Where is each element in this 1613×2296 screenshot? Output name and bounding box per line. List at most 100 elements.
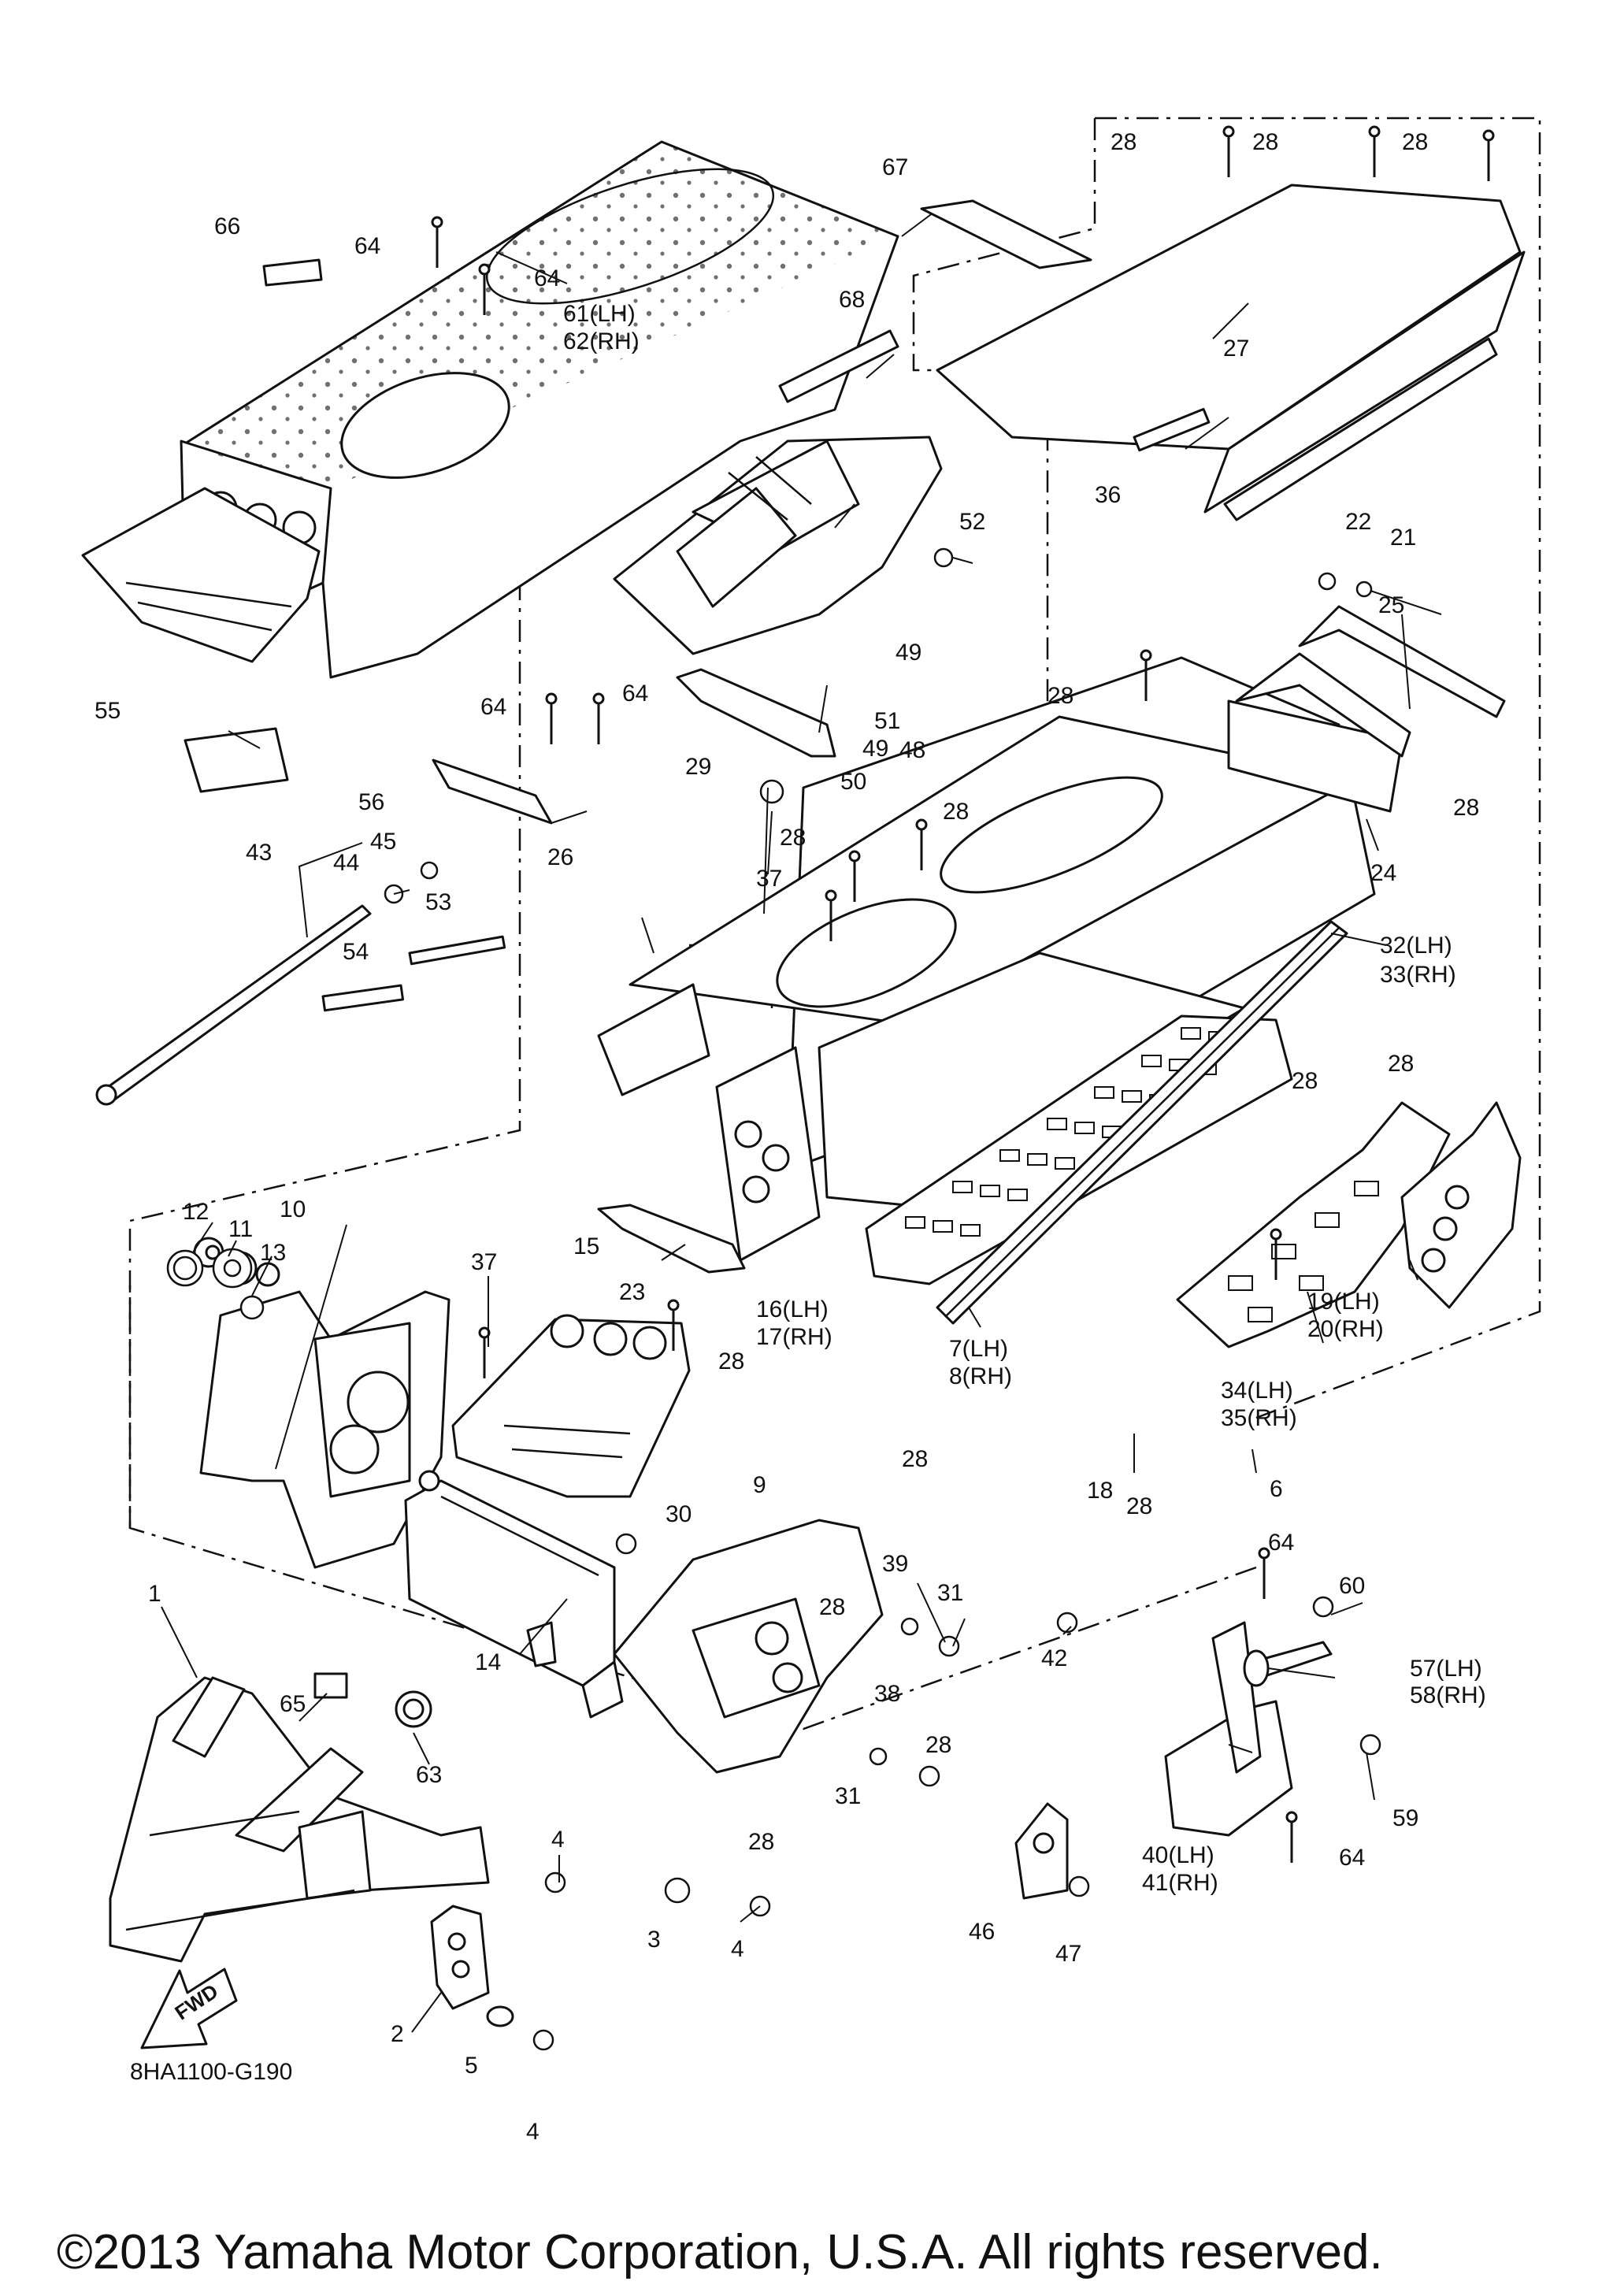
callout-39: 39 bbox=[882, 1551, 908, 1577]
callout-68: 68 bbox=[839, 287, 865, 313]
callout-28f: 28 bbox=[780, 825, 806, 851]
bracket-2 bbox=[430, 1905, 514, 2027]
callout-45: 45 bbox=[370, 829, 396, 855]
group-boundaries bbox=[128, 117, 1541, 1730]
callout-46: 46 bbox=[969, 1919, 995, 1945]
callout-3: 3 bbox=[647, 1927, 661, 1953]
callout-64d: 64 bbox=[622, 681, 648, 707]
callout-64a: 64 bbox=[354, 233, 380, 259]
callout-labels: 1 2 3 4 4 4 5 6 7(LH) 8(RH) 9 10 11 12 1… bbox=[95, 129, 1486, 2145]
callout-4c: 4 bbox=[526, 2119, 540, 2145]
callout-29: 29 bbox=[685, 754, 711, 780]
callout-52: 52 bbox=[959, 509, 985, 535]
callout-28n: 28 bbox=[748, 1829, 774, 1855]
callout-28a: 28 bbox=[1111, 129, 1137, 155]
callout-33: 33(RH) bbox=[1380, 962, 1456, 988]
callout-63: 63 bbox=[416, 1762, 442, 1788]
callout-28m: 28 bbox=[925, 1732, 951, 1758]
arm-43 bbox=[95, 904, 506, 1106]
callout-31b: 31 bbox=[835, 1783, 861, 1809]
main-tunnel bbox=[597, 656, 1403, 1262]
callout-14: 14 bbox=[475, 1649, 501, 1675]
diagram-code: 8HA1100-G190 bbox=[130, 2059, 292, 2085]
mount-bar-50 bbox=[676, 668, 836, 758]
front-frame-1 bbox=[109, 1672, 490, 1963]
callout-47: 47 bbox=[1055, 1941, 1081, 1967]
callout-42: 42 bbox=[1041, 1645, 1067, 1671]
callout-28d: 28 bbox=[1048, 683, 1073, 709]
callout-6: 6 bbox=[1270, 1476, 1283, 1502]
callout-18: 18 bbox=[1087, 1478, 1113, 1504]
callout-34: 34(LH) bbox=[1221, 1378, 1293, 1404]
engine-plate-15 bbox=[451, 1314, 691, 1498]
callout-28l: 28 bbox=[902, 1446, 928, 1472]
front-bulkhead-9 bbox=[613, 1519, 884, 1774]
bracket-46 bbox=[1014, 1802, 1069, 1900]
copyright-notice: ©2013 Yamaha Motor Corporation, U.S.A. A… bbox=[57, 2225, 1383, 2279]
callout-49b: 49 bbox=[862, 736, 888, 762]
callout-59: 59 bbox=[1392, 1805, 1418, 1831]
callout-65: 65 bbox=[280, 1691, 306, 1717]
callout-43: 43 bbox=[246, 840, 272, 866]
callout-11: 11 bbox=[228, 1216, 253, 1242]
callout-4b: 4 bbox=[731, 1936, 744, 1962]
callout-28j: 28 bbox=[718, 1348, 744, 1374]
callout-28g: 28 bbox=[1453, 795, 1479, 821]
callout-23: 23 bbox=[619, 1279, 645, 1305]
callout-56: 56 bbox=[358, 789, 384, 815]
steering-bracket-40 bbox=[1164, 1621, 1333, 1837]
callout-17: 17(RH) bbox=[756, 1324, 832, 1350]
callout-20: 20(RH) bbox=[1307, 1316, 1384, 1342]
callout-50: 50 bbox=[840, 769, 866, 795]
rear-bumper-brackets bbox=[1235, 605, 1506, 758]
callout-48: 48 bbox=[899, 737, 925, 763]
callout-64e: 64 bbox=[1268, 1530, 1294, 1556]
leader-lines bbox=[161, 212, 1442, 2033]
callout-5: 5 bbox=[465, 2053, 478, 2079]
callout-1: 1 bbox=[148, 1581, 161, 1607]
callout-32: 32(LH) bbox=[1380, 933, 1452, 959]
callout-53: 53 bbox=[425, 889, 451, 915]
callout-28b: 28 bbox=[1252, 129, 1278, 155]
callout-28o: 28 bbox=[819, 1594, 845, 1620]
tail-housing bbox=[613, 436, 943, 655]
callout-9: 9 bbox=[753, 1472, 766, 1498]
rail-strip bbox=[936, 920, 1348, 1325]
callout-44: 44 bbox=[333, 850, 359, 876]
chaincase-plate bbox=[193, 1237, 451, 1569]
bracket-23 bbox=[597, 1204, 746, 1274]
callout-41: 41(RH) bbox=[1142, 1870, 1218, 1896]
callout-22: 22 bbox=[1345, 509, 1371, 535]
callout-55: 55 bbox=[95, 698, 121, 724]
callout-62: 62(RH) bbox=[563, 328, 640, 354]
callout-64f: 64 bbox=[1339, 1845, 1365, 1871]
callout-12: 12 bbox=[183, 1199, 209, 1225]
callout-57: 57(LH) bbox=[1410, 1656, 1482, 1682]
callout-4a: 4 bbox=[551, 1827, 565, 1853]
callout-66: 66 bbox=[214, 213, 240, 239]
fasteners bbox=[166, 125, 1495, 2051]
rear-tunnel-panel bbox=[81, 140, 899, 679]
callout-64b: 64 bbox=[534, 265, 560, 291]
callout-24: 24 bbox=[1370, 860, 1396, 886]
callout-64c: 64 bbox=[480, 694, 506, 720]
fwd-arrow-icon: FWD bbox=[140, 1968, 238, 2049]
callout-21: 21 bbox=[1390, 525, 1416, 551]
callout-54: 54 bbox=[343, 939, 369, 965]
callout-25: 25 bbox=[1378, 592, 1404, 618]
callout-58: 58(RH) bbox=[1410, 1682, 1486, 1708]
callout-60: 60 bbox=[1339, 1573, 1365, 1599]
callout-7: 7(LH) bbox=[949, 1336, 1008, 1362]
callout-36: 36 bbox=[1095, 482, 1121, 508]
rear-right-tunnel bbox=[936, 184, 1526, 521]
callout-8: 8(RH) bbox=[949, 1363, 1012, 1389]
callout-13: 13 bbox=[260, 1240, 286, 1266]
callout-10: 10 bbox=[280, 1196, 306, 1222]
callout-28k: 28 bbox=[1126, 1493, 1152, 1519]
cooler-14 bbox=[404, 1470, 624, 1719]
callout-30: 30 bbox=[666, 1501, 692, 1527]
callout-26: 26 bbox=[547, 844, 573, 870]
callout-37a: 37 bbox=[756, 866, 782, 892]
callout-35: 35(RH) bbox=[1221, 1405, 1297, 1431]
